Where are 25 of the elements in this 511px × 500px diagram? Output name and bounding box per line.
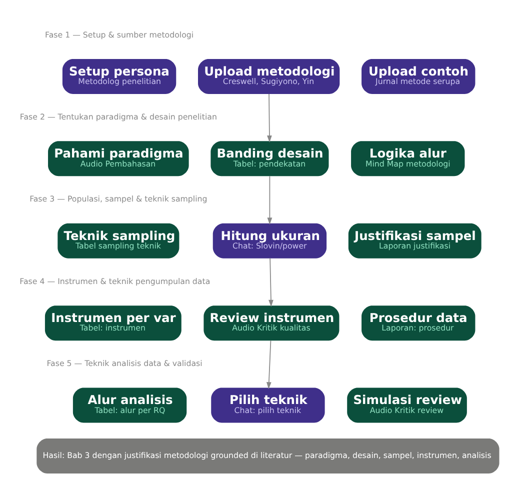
label: Fase 2 — Tentukan paradigma & desain penelitian <box>20 112 217 121</box>
arrow <box>268 257 274 306</box>
node-box: Alur analisis Tabel: alur per RQ <box>72 387 187 422</box>
label: Fase 3 — Populasi, sampel & teknik sampling <box>30 194 208 204</box>
node-box: Justifikasi sampel Laporan justifikasi <box>348 222 482 258</box>
node-box: Logika alur Mind Map metodologi <box>351 140 465 176</box>
arrow <box>266 340 272 389</box>
node-box: Simulasi review Audio Kritik review <box>347 387 467 422</box>
arrow <box>267 175 272 224</box>
node-box: Instrumen per var Tabel: instrumen <box>44 305 182 340</box>
label: Fase 5 — Teknik analisis data & validasi <box>46 358 202 368</box>
label: Fase 4 — Instrumen & teknik pengumpulan data <box>20 276 210 286</box>
node-box: Prosedur data Laporan: prosedur <box>362 305 476 340</box>
node-box: Review instrumen Audio Kritik kualitas <box>204 305 340 340</box>
node-box: Banding desain Tabel: pendekatan <box>210 140 329 176</box>
node-box: Hitung ukuran Chat: Slovin/power <box>212 222 327 258</box>
node-box: Teknik sampling Tabel sampling teknik <box>58 222 180 258</box>
node-box: Hasil: Bab 3 dengan justifikasi metodologi grounded di literatur — paradigma, desain, sampel, instrumen, analisis <box>36 438 500 473</box>
node-box: Upload metodologi Creswell, Sugiyono, Yin <box>198 58 340 94</box>
node-box: Pahami paradigma Audio Pembahasan <box>48 140 189 176</box>
node-box: Setup persona Metodolog penelitian <box>62 58 176 94</box>
node-box: Pilih teknik Chat: pilih teknik <box>211 387 325 422</box>
label: Fase 1 — Setup & sumber metodologi <box>45 30 194 39</box>
node-box: Upload contoh Jurnal metode serupa <box>362 58 476 94</box>
arrow <box>267 93 272 142</box>
